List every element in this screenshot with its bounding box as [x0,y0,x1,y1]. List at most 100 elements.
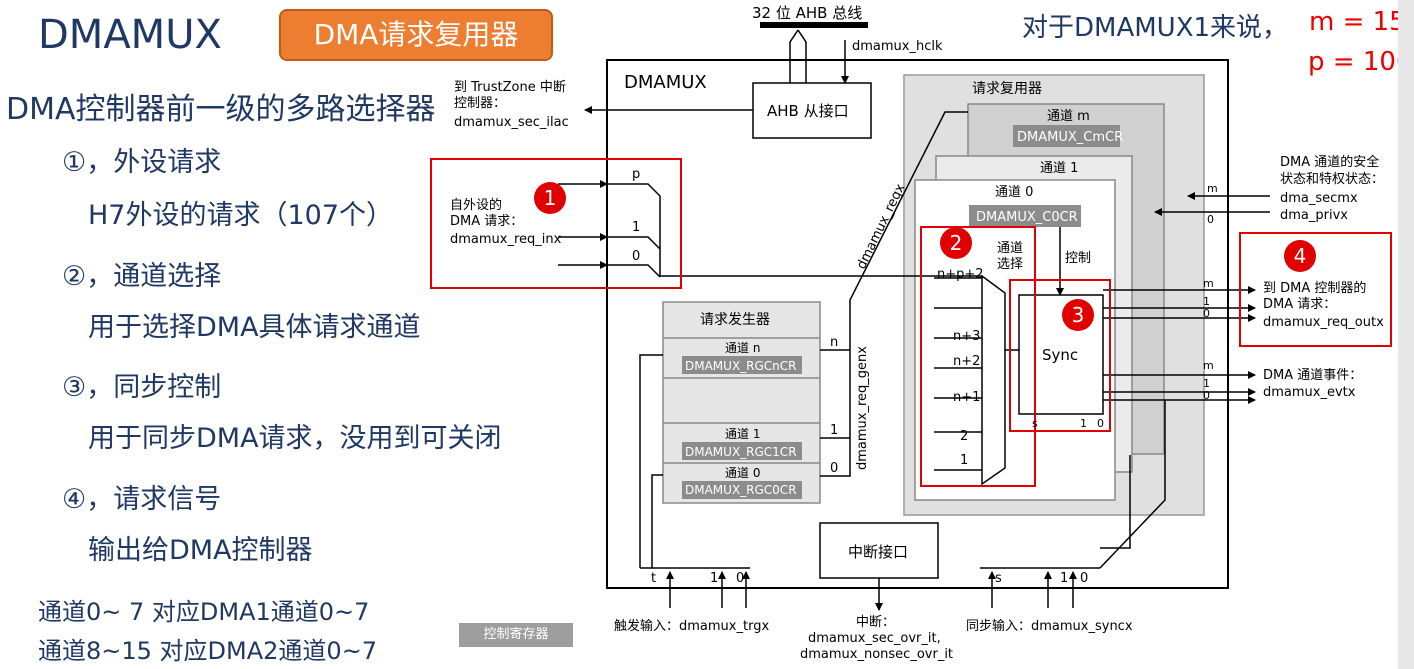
svg-text:Sync: Sync [1042,346,1078,364]
svg-text:1: 1 [960,453,968,468]
marker-2 [940,227,972,259]
svg-text:n+1: n+1 [953,390,980,405]
list-item-desc: 用于选择DMA具体请求通道 [88,312,421,343]
param-note: 对于DMAMUX1来说， [1022,13,1289,43]
register-c0cr [969,205,1081,227]
svg-text:DMAMUX_RGCnCR: DMAMUX_RGCnCR [685,359,797,373]
list-item-label: ④，请求信号 [62,484,222,515]
bus-label: 32 位 AHB 总线 [752,4,862,22]
svg-text:通道 0: 通道 0 [725,466,760,480]
svg-text:0: 0 [1203,389,1210,402]
svg-text:n+2: n+2 [953,354,980,369]
svg-text:DMA 请求：: DMA 请求： [450,214,523,229]
svg-text:n+3: n+3 [953,329,980,344]
svg-text:dmamux_req_outx: dmamux_req_outx [1263,315,1384,330]
highlight-frame-3 [1009,279,1111,432]
svg-text:1: 1 [1080,417,1087,430]
svg-text:dmamux_sec_ovr_it,: dmamux_sec_ovr_it, [808,631,941,646]
footer-line: 通道8~15 对应DMA2通道0~7 [38,637,378,665]
list-item-label: ③，同步控制 [62,372,222,403]
svg-text:dma_secmx: dma_secmx [1280,191,1358,206]
svg-text:通道 n: 通道 n [725,341,760,355]
svg-text:控制: 控制 [1065,251,1091,266]
svg-text:1: 1 [830,423,838,438]
svg-text:通道 0: 通道 0 [995,185,1033,200]
svg-text:0: 0 [632,249,640,264]
list-item-desc: 输出给DMA控制器 [88,535,313,566]
svg-text:dmamux_nonsec_ovr_it: dmamux_nonsec_ovr_it [800,647,953,662]
svg-text:DMA 通道的安全: DMA 通道的安全 [1280,154,1379,170]
svg-text:dmamux_evtx: dmamux_evtx [1263,385,1356,400]
svg-text:状态和特权状态：: 状态和特权状态： [1280,171,1384,187]
svg-text:到 DMA 控制器的: 到 DMA 控制器的 [1263,280,1366,296]
svg-text:m: m [1207,182,1218,195]
svg-text:n+p+2: n+p+2 [937,267,984,282]
svg-text:DMAMUX_CmCR: DMAMUX_CmCR [1017,130,1123,145]
list-item-desc: H7外设的请求（107个） [88,200,394,231]
svg-text:dmamux_req_genx: dmamux_req_genx [855,346,870,470]
svg-text:DMA 请求：: DMA 请求： [1263,297,1336,312]
subtitle: DMA控制器前一级的多路选择器 [6,92,436,127]
svg-text:通道 1: 通道 1 [1040,161,1078,176]
register-cmcr [1013,125,1120,147]
svg-text:1: 1 [632,220,640,235]
svg-text:dmamux_hclk: dmamux_hclk [852,39,943,54]
svg-text:1: 1 [1060,571,1068,586]
svg-text:请求复用器: 请求复用器 [972,80,1042,97]
svg-text:请求发生器: 请求发生器 [700,312,770,328]
request-generator-box [662,301,821,504]
svg-text:s: s [995,571,1002,586]
highlight-frame-1 [430,158,682,289]
marker-label: 1 [544,186,557,210]
svg-text:DMAMUX_RGC1CR: DMAMUX_RGC1CR [685,445,797,459]
svg-text:选择: 选择 [997,257,1023,272]
svg-text:控制器：: 控制器： [454,96,506,111]
footer-line: 通道0~ 7 对应DMA1通道0~7 [38,598,370,626]
svg-text:dma_privx: dma_privx [1280,208,1348,223]
marker-4 [1284,240,1316,272]
svg-text:同步输入：dmamux_syncx: 同步输入：dmamux_syncx [966,618,1133,634]
control-register-label: 控制寄存器 [459,623,573,647]
marker-label: 2 [950,231,963,255]
svg-text:AHB 从接口: AHB 从接口 [767,102,849,120]
svg-text:2: 2 [960,429,968,444]
scrollbar[interactable] [1398,0,1414,669]
svg-text:触发输入：dmamux_trgx: 触发输入：dmamux_trgx [614,618,769,634]
page-title: DMAMUX [38,12,222,58]
svg-text:0: 0 [830,461,838,476]
svg-text:n: n [830,335,838,350]
svg-text:DMAMUX: DMAMUX [624,72,707,93]
svg-text:通道: 通道 [997,241,1023,256]
svg-text:0: 0 [1080,571,1088,586]
marker-1 [534,182,566,214]
svg-text:m: m [1203,277,1214,290]
svg-text:p: p [632,167,640,182]
highlight-frame-4 [1239,232,1392,347]
svg-text:0: 0 [736,571,744,586]
svg-text:1: 1 [1203,377,1210,390]
svg-text:自外设的: 自外设的 [450,197,502,213]
svg-text:m: m [1203,359,1214,372]
list-item-label: ②，通道选择 [62,261,222,292]
m-value: m = 15 [1309,7,1406,37]
svg-text:中断：: 中断： [856,615,895,630]
svg-text:s: s [1032,417,1038,430]
svg-text:通道 m: 通道 m [1047,109,1090,124]
svg-text:0: 0 [1203,307,1210,320]
svg-text:dmamux_reqx: dmamux_reqx [854,181,908,271]
title-badge: DMA请求复用器 [279,9,553,61]
svg-text:dmamux_req_inx: dmamux_req_inx [450,232,562,247]
svg-text:1: 1 [1203,295,1210,308]
svg-text:到 TrustZone 中断: 到 TrustZone 中断 [454,80,566,95]
marker-label: 4 [1294,244,1307,268]
channel-select-mux [981,274,1006,486]
svg-text:dmamux_sec_ilac: dmamux_sec_ilac [454,115,569,130]
marker-3 [1062,299,1094,331]
svg-text:1: 1 [710,571,718,586]
svg-text:DMAMUX_RGC0CR: DMAMUX_RGC0CR [685,483,797,497]
marker-label: 3 [1072,303,1085,327]
list-item-desc: 用于同步DMA请求，没用到可关闭 [88,423,502,454]
dmamux-block [606,59,1229,589]
svg-text:中断接口: 中断接口 [848,543,908,561]
